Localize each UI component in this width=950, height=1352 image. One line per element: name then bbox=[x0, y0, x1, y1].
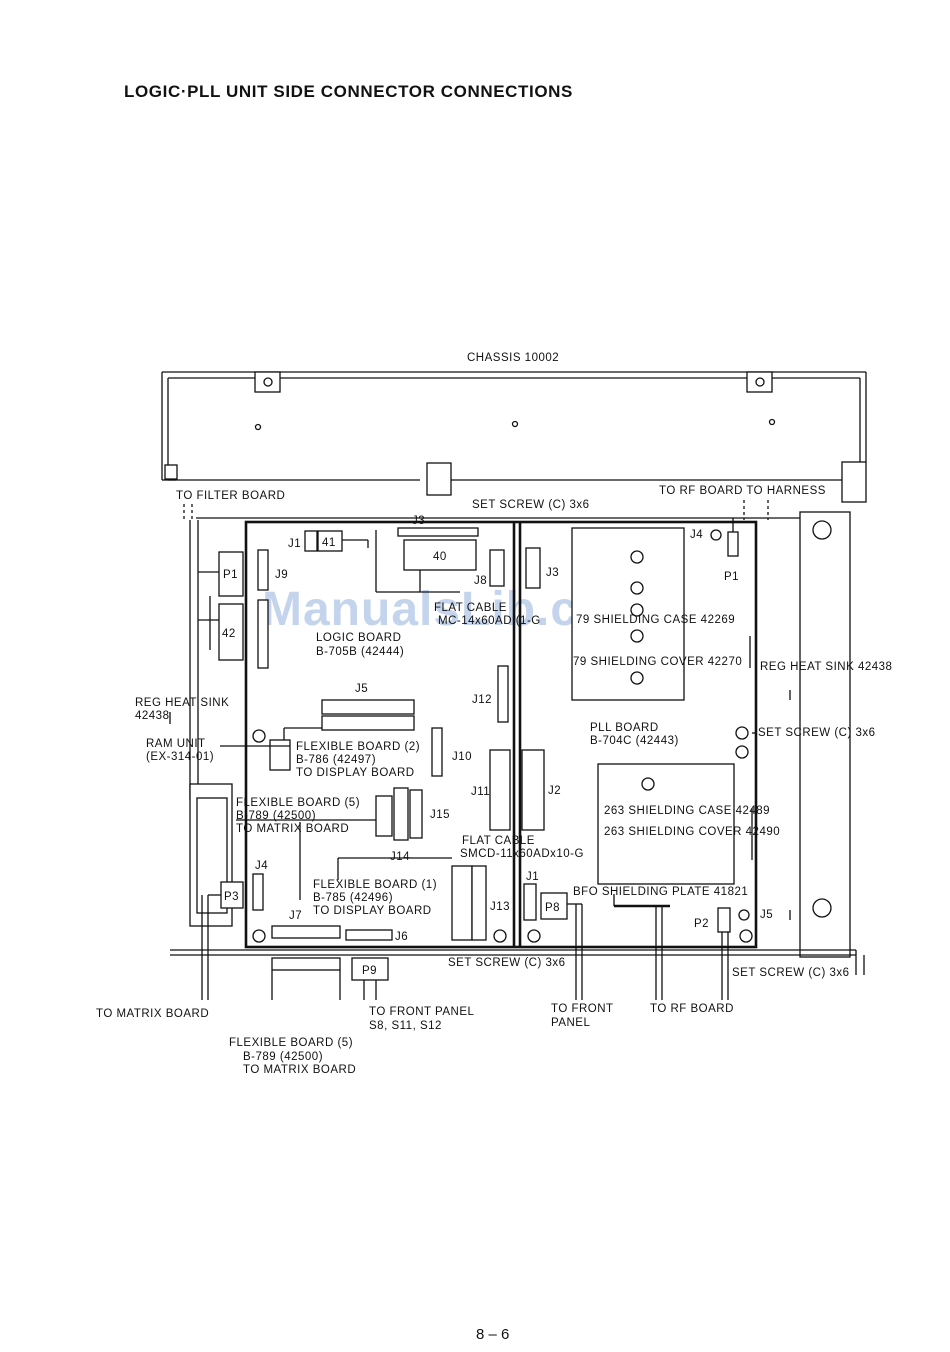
conn-j3-pll: J3 bbox=[546, 567, 559, 579]
to-matrix-board-label: TO MATRIX BOARD bbox=[96, 1008, 209, 1020]
conn-j8: J8 bbox=[474, 575, 487, 587]
page-title: LOGIC·PLL UNIT SIDE CONNECTOR CONNECTION… bbox=[124, 82, 573, 101]
to-front-panel-1-line2: S8, S11, S12 bbox=[369, 1020, 442, 1032]
conn-42: 42 bbox=[222, 628, 236, 640]
conn-p1-logic: P1 bbox=[223, 569, 238, 581]
set-screw-bottom-center-label: SET SCREW (C) 3x6 bbox=[448, 957, 566, 969]
flex2-line2: B-786 (42497) bbox=[296, 754, 376, 766]
flex5-bottom-line3: TO MATRIX BOARD bbox=[243, 1064, 356, 1076]
flex1-line2: B-785 (42496) bbox=[313, 892, 393, 904]
conn-40: 40 bbox=[433, 551, 447, 563]
reg-heat-sink-left-line2: 42438 bbox=[135, 710, 169, 722]
leader-lines bbox=[169, 636, 756, 860]
to-rf-board-harness-label: TO RF BOARD TO HARNESS bbox=[659, 485, 826, 497]
chassis bbox=[161, 371, 867, 503]
conn-j13: J13 bbox=[490, 901, 510, 913]
flex5-line1: FLEXIBLE BOARD (5) bbox=[236, 797, 360, 809]
conn-j15: J15 bbox=[430, 809, 450, 821]
conn-j11: J11 bbox=[471, 786, 490, 798]
to-front-panel-2-line2: PANEL bbox=[551, 1017, 590, 1029]
flat-cable-1-line2: MC-14x60AD (1-G bbox=[438, 615, 541, 627]
flex5-line3: TO MATRIX BOARD bbox=[236, 823, 349, 835]
conn-j14: J14 bbox=[390, 851, 410, 863]
conn-p1-pll: P1 bbox=[724, 571, 739, 583]
conn-j9: J9 bbox=[275, 569, 288, 581]
chassis-label: CHASSIS 10002 bbox=[467, 352, 559, 364]
conn-j5-logic: J5 bbox=[355, 683, 368, 695]
shielding-cover-79: 79 SHIELDING COVER 42270 bbox=[573, 656, 742, 668]
logic-board-line1: LOGIC BOARD bbox=[316, 632, 401, 644]
conn-j5-pll: J5 bbox=[760, 909, 773, 921]
conn-p9: P9 bbox=[362, 965, 377, 977]
flex1-line1: FLEXIBLE BOARD (1) bbox=[313, 879, 437, 891]
set-screw-right-label: SET SCREW (C) 3x6 bbox=[758, 727, 876, 739]
conn-j10: J10 bbox=[452, 751, 472, 763]
conn-j4-pll: J4 bbox=[690, 529, 703, 541]
logic-board-line2: B-705B (42444) bbox=[316, 646, 404, 658]
flex2-line1: FLEXIBLE BOARD (2) bbox=[296, 741, 420, 753]
reg-heat-sink-right: REG HEAT SINK 42438 bbox=[760, 661, 892, 673]
shielding-case-263: 263 SHIELDING CASE 42489 bbox=[604, 805, 770, 817]
conn-p2: P2 bbox=[694, 918, 709, 930]
flex5-line2: B-789 (42500) bbox=[236, 810, 316, 822]
bottom-connectors bbox=[201, 895, 389, 1000]
conn-j2: J2 bbox=[548, 785, 561, 797]
conn-j6: J6 bbox=[395, 931, 408, 943]
flat-cable-2-line1: FLAT CABLE bbox=[462, 835, 535, 847]
flex1-line3: TO DISPLAY BOARD bbox=[313, 905, 432, 917]
flex2-line3: TO DISPLAY BOARD bbox=[296, 767, 415, 779]
conn-j4-logic: J4 bbox=[255, 860, 268, 872]
ram-unit-line2: (EX-314-01) bbox=[146, 751, 214, 763]
conn-j12: J12 bbox=[472, 694, 492, 706]
flex5-bottom-line2: B-789 (42500) bbox=[243, 1051, 323, 1063]
set-screw-top-label: SET SCREW (C) 3x6 bbox=[472, 499, 590, 511]
logic-board-connectors bbox=[198, 527, 511, 941]
conn-41: 41 bbox=[322, 537, 336, 549]
to-front-panel-2-line1: TO FRONT bbox=[551, 1003, 614, 1015]
pll-board-connectors bbox=[521, 518, 750, 1000]
pll-board-line2: B-704C (42443) bbox=[590, 735, 679, 747]
set-screw-bottom-right-label: SET SCREW (C) 3x6 bbox=[732, 967, 850, 979]
to-filter-board-label: TO FILTER BOARD bbox=[176, 490, 285, 502]
flex5-bottom-line1: FLEXIBLE BOARD (5) bbox=[229, 1037, 353, 1049]
main-frame bbox=[170, 511, 865, 975]
conn-j1-logic: J1 bbox=[288, 538, 301, 550]
conn-j3-top: J3 bbox=[412, 515, 425, 527]
shielding-cover-263: 263 SHIELDING COVER 42490 bbox=[604, 826, 780, 838]
ram-unit-line1: RAM UNIT bbox=[146, 738, 206, 750]
shielding-case-79: 79 SHIELDING CASE 42269 bbox=[576, 614, 735, 626]
harness-lines bbox=[183, 500, 769, 520]
conn-p8: P8 bbox=[545, 902, 560, 914]
conn-p3: P3 bbox=[224, 891, 239, 903]
page-number: 8 – 6 bbox=[476, 1326, 510, 1343]
flat-cable-2-line2: SMCD-11x60ADx10-G bbox=[460, 848, 584, 860]
reg-heat-sink-left-line1: REG HEAT SINK bbox=[135, 697, 229, 709]
pll-board-line1: PLL BOARD bbox=[590, 722, 659, 734]
conn-j1-pll: J1 bbox=[526, 871, 539, 883]
bfo-plate-label: BFO SHIELDING PLATE 41821 bbox=[573, 886, 748, 898]
to-front-panel-1-line1: TO FRONT PANEL bbox=[369, 1006, 475, 1018]
to-rf-board-label: TO RF BOARD bbox=[650, 1003, 734, 1015]
flat-cable-1-line1: FLAT CABLE bbox=[434, 602, 507, 614]
conn-j7: J7 bbox=[289, 910, 302, 922]
